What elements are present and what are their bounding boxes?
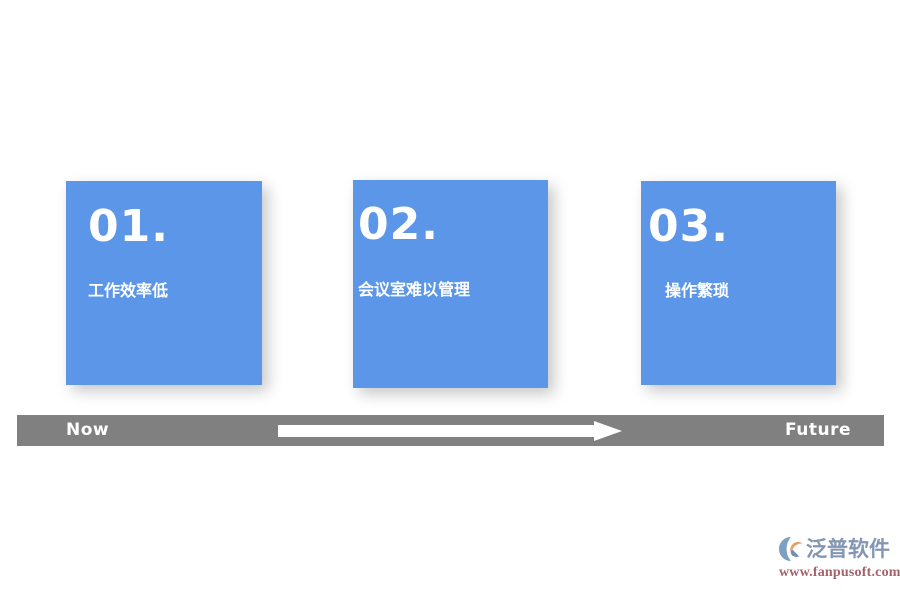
step-number-3: 03. [648, 201, 729, 252]
step-number-2: 02. [358, 199, 439, 250]
step-card-1[interactable]: 01. 工作效率低 [66, 181, 262, 385]
step-number-1: 01. [88, 201, 169, 252]
fanpu-swoosh-icon [778, 536, 804, 562]
step-label-1: 工作效率低 [88, 281, 169, 300]
logo-brand-name: 泛普软件 [806, 536, 890, 561]
timeline-start-label: Now [66, 420, 110, 440]
timeline-bar: Now Future [17, 415, 884, 446]
timeline-end-label: Future [784, 420, 851, 440]
step-card-2[interactable]: 02. 会议室难以管理 [353, 180, 548, 388]
step-label-3: 操作繁琐 [665, 281, 730, 300]
step-card-3[interactable]: 03. 操作繁琐 [641, 181, 836, 385]
brand-logo: 泛普软件 www.fanpusoft.com [778, 536, 900, 588]
right-arrow-icon [278, 421, 622, 441]
logo-row: 泛普软件 [778, 536, 890, 562]
step-label-2: 会议室难以管理 [358, 280, 471, 299]
logo-url: www.fanpusoft.com [779, 565, 900, 580]
